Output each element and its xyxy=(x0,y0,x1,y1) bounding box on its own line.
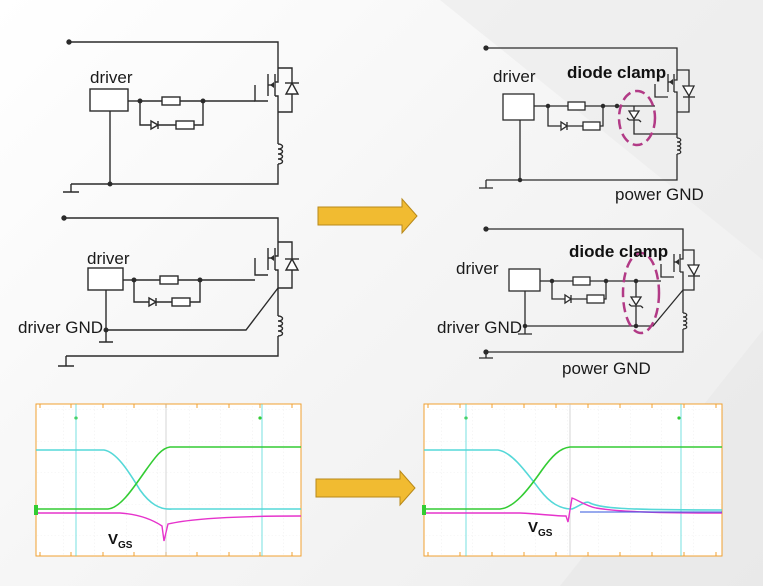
power-gnd-label: power GND xyxy=(562,359,651,378)
circuit-top-right xyxy=(479,45,696,189)
diode-clamp-label: diode clamp xyxy=(567,63,666,82)
oscilloscope-right: VGS xyxy=(422,403,723,557)
right-arrow-icon xyxy=(317,197,418,235)
diode-clamp-highlight xyxy=(621,251,661,335)
power-gnd-label: power GND xyxy=(615,185,704,204)
circuit-top-left xyxy=(63,39,300,193)
right-arrow-icon xyxy=(315,469,416,507)
vgs-label: VGS xyxy=(108,531,133,551)
driver-gnd-label: driver GND xyxy=(18,318,103,337)
diode-clamp-highlight xyxy=(617,89,657,147)
diode-clamp-label: diode clamp xyxy=(569,242,668,261)
driver-label: driver xyxy=(90,68,133,87)
driver-label: driver xyxy=(493,67,536,86)
background-shape xyxy=(440,0,763,260)
driver-label: driver xyxy=(87,249,130,268)
vgs-label: VGS xyxy=(528,519,553,539)
driver-gnd-label: driver GND xyxy=(437,318,522,337)
driver-label: driver xyxy=(456,259,499,278)
circuit-mid-right xyxy=(479,226,701,359)
circuit-mid-left xyxy=(58,215,300,367)
oscilloscope-left: VGS xyxy=(34,403,302,557)
